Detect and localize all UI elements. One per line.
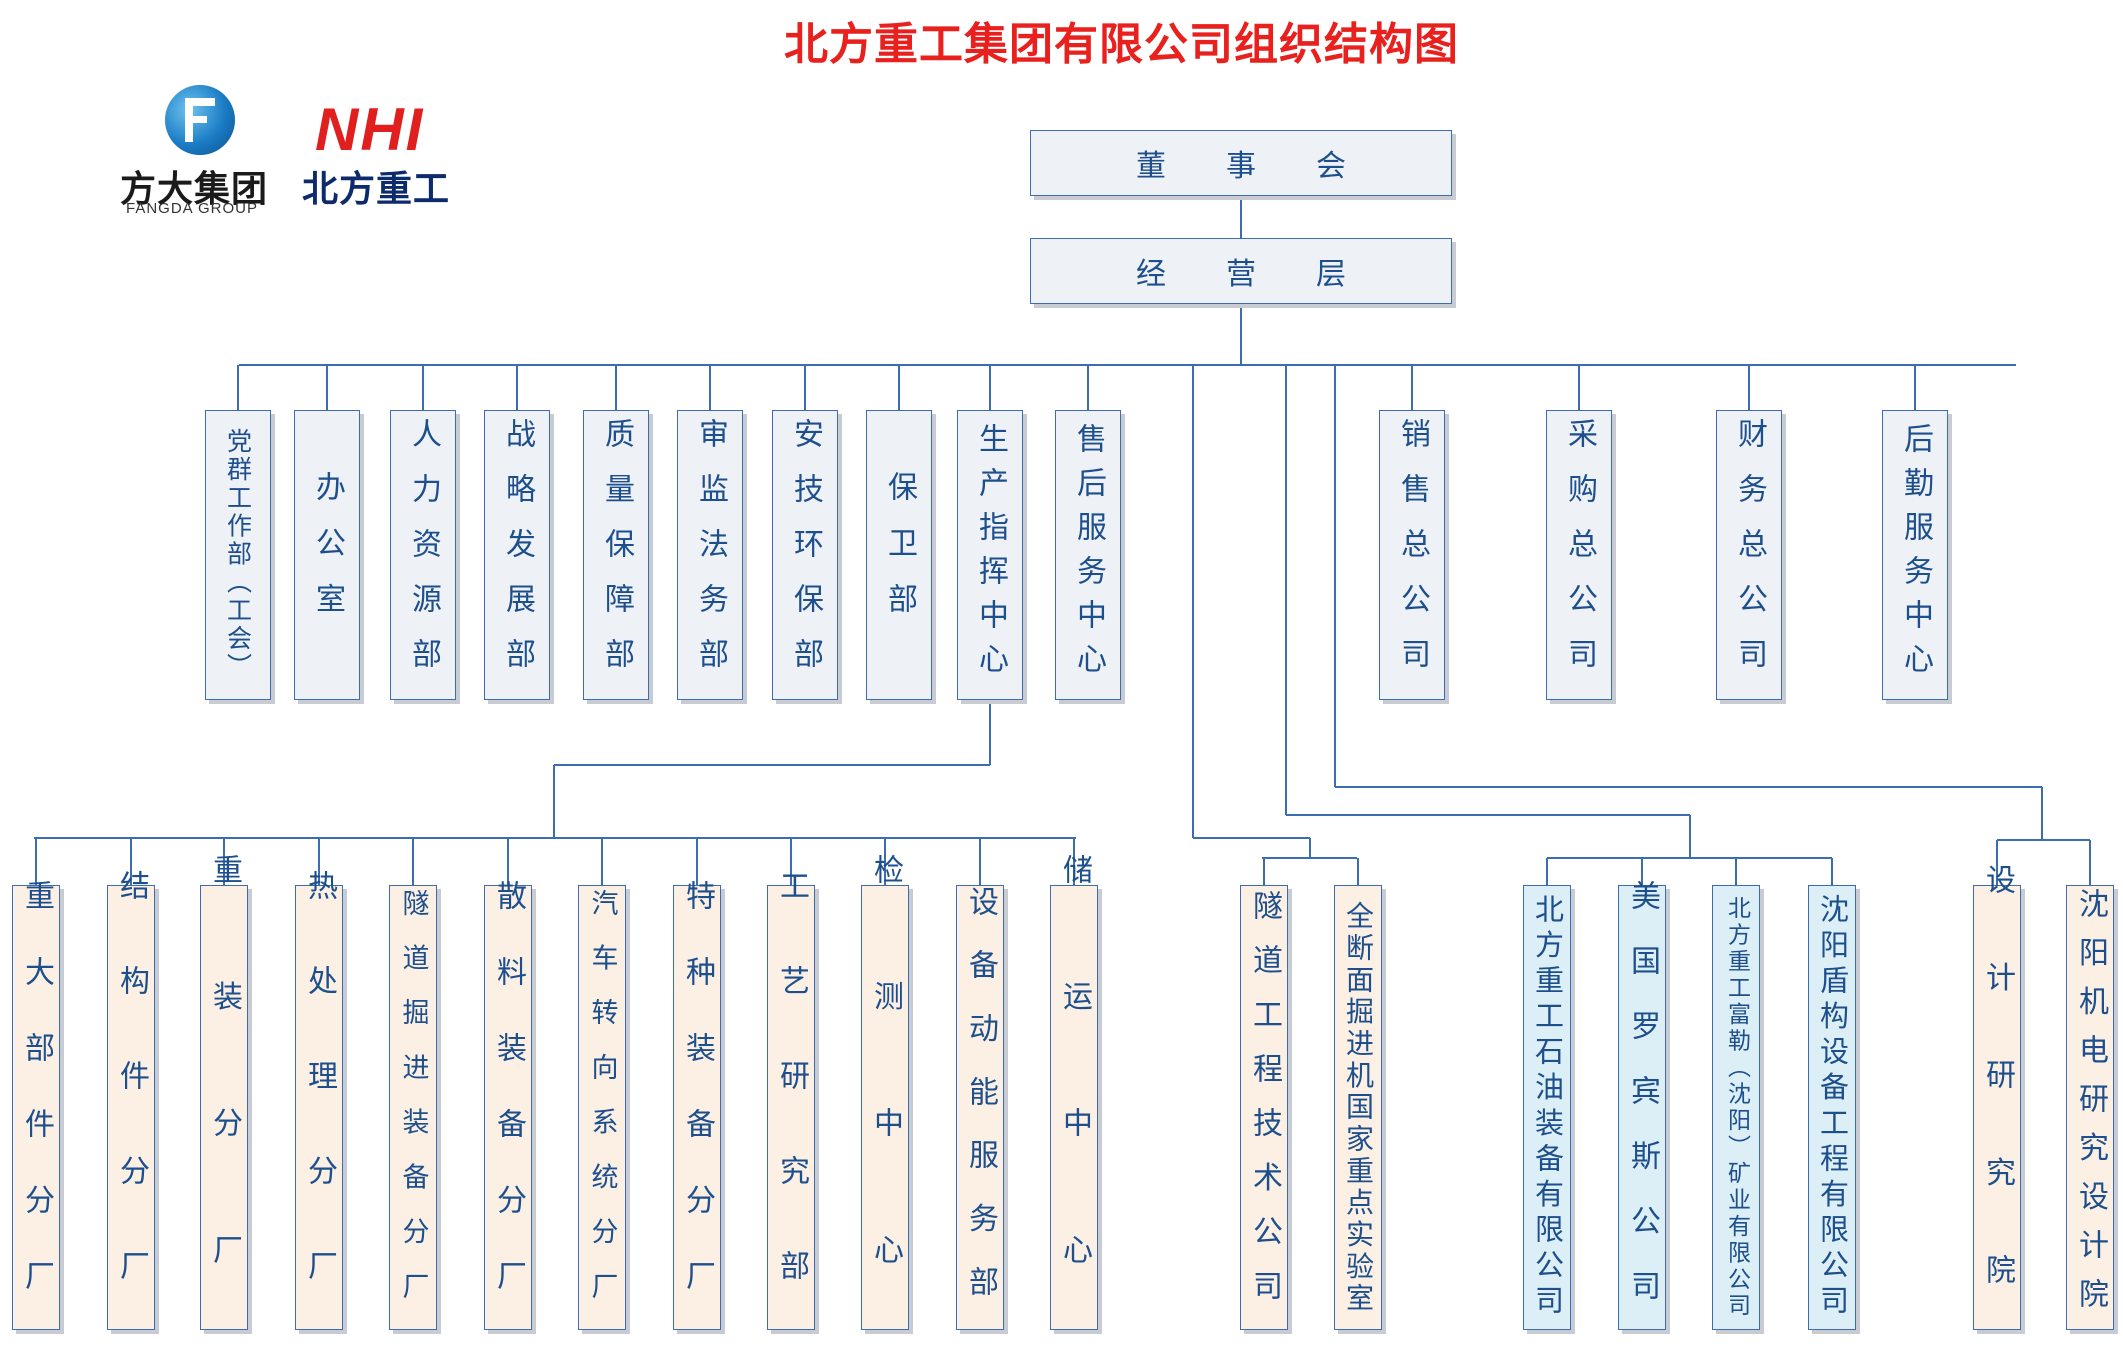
dept-box: 人力资源部 [390,410,456,700]
company-box: 后勤服务中心 [1882,410,1948,700]
board-box: 董 事 会 [1030,130,1452,196]
production-box: 储运中心 [1050,854,1098,1361]
production-box-label: 工艺研究部 [774,870,809,1345]
nhi-logo-mark: NHI [315,96,425,163]
production-box: 工艺研究部 [767,870,815,1345]
subsidiary-box-label: 北方重工石油装备有限公司 [1530,894,1565,1321]
production-box-label: 储运中心 [1057,854,1092,1361]
production-box: 汽车转向系统分厂 [578,885,626,1330]
dept-box: 生产指挥中心 [957,410,1023,700]
production-box: 重大部件分厂 [12,880,60,1336]
board-box-label: 董 事 会 [1136,149,1346,184]
production-box: 散料装备分厂 [484,880,532,1336]
dept-box-label: 党群工作部（工会） [223,428,253,682]
production-box-label: 重大部件分厂 [19,879,54,1336]
company-box: 采购总公司 [1546,410,1612,700]
dept-box-label: 审监法务部 [693,417,728,693]
subsidiary-box-label: 美国罗宾斯公司 [1625,880,1660,1335]
subsidiary-box-label: 北方重工富勒（沈阳）矿业有限公司 [1723,895,1750,1320]
dept-box: 质量保障部 [583,410,649,700]
design-box: 沈阳机电研究设计院 [2066,885,2114,1330]
production-box: 隧道掘进装备分厂 [389,885,437,1330]
design-box-label: 沈阳机电研究设计院 [2073,888,2108,1327]
company-box-label: 财务总公司 [1732,417,1767,693]
tunnel-box-label: 隧道工程技术公司 [1247,890,1282,1325]
production-box: 重装分厂 [200,854,248,1361]
production-box: 特种装备分厂 [673,880,721,1336]
dept-box: 保卫部 [866,410,932,700]
fangda-logo-icon [165,85,235,155]
fangda-logo-en: FANGDA GROUP [126,200,259,217]
subsidiary-box-label: 沈阳盾构设备工程有限公司 [1815,894,1850,1321]
dept-box: 安技环保部 [772,410,838,700]
production-box: 设备动能服务部 [956,885,1004,1330]
subsidiary-box: 北方重工富勒（沈阳）矿业有限公司 [1712,885,1760,1330]
production-box: 结构件分厂 [107,870,155,1345]
dept-box-label: 办公室 [310,471,345,639]
management-box-label: 经 营 层 [1136,257,1346,292]
production-box-label: 特种装备分厂 [680,879,715,1336]
dept-box: 办公室 [294,410,360,700]
dept-box-label: 安技环保部 [788,417,823,693]
dept-box: 党群工作部（工会） [205,410,271,700]
company-box-label: 销售总公司 [1395,417,1430,693]
nhi-logo-name: 北方重工 [302,169,451,210]
company-box: 财务总公司 [1716,410,1782,700]
production-box-label: 检测中心 [868,854,903,1361]
production-box-label: 结构件分厂 [114,870,149,1345]
production-box-label: 设备动能服务部 [963,885,998,1330]
dept-box: 审监法务部 [677,410,743,700]
tunnel-box-label: 全断面掘进机国家重点实验室 [1342,900,1375,1315]
production-box-label: 隧道掘进装备分厂 [397,888,429,1327]
production-box: 检测中心 [861,854,909,1361]
production-box-label: 散料装备分厂 [491,879,526,1336]
fangda-logo-name: 方大集团 [120,169,269,210]
dept-box-label: 售后服务中心 [1071,423,1106,687]
dept-box: 售后服务中心 [1055,410,1121,700]
production-box-label: 汽车转向系统分厂 [586,888,618,1327]
subsidiary-box: 北方重工石油装备有限公司 [1523,885,1571,1330]
dept-box: 战略发展部 [484,410,550,700]
page-title: 北方重工集团有限公司组织结构图 [784,19,1459,70]
logo-area: 方大集团 FANGDA GROUP NHI 北方重工 [120,70,500,230]
dept-box-label: 生产指挥中心 [973,423,1008,687]
company-box-label: 采购总公司 [1562,417,1597,693]
production-box-label: 热处理分厂 [302,870,337,1345]
dept-box-label: 人力资源部 [406,417,441,693]
subsidiary-box: 沈阳盾构设备工程有限公司 [1808,885,1856,1330]
subsidiary-box: 美国罗宾斯公司 [1618,880,1666,1335]
tunnel-box: 隧道工程技术公司 [1240,885,1288,1330]
dept-box-label: 保卫部 [882,471,917,639]
tunnel-box: 全断面掘进机国家重点实验室 [1334,885,1382,1330]
design-box-label: 设计研究院 [1980,863,2015,1352]
production-box: 热处理分厂 [295,870,343,1345]
company-box-label: 后勤服务中心 [1898,423,1933,687]
production-box-label: 重装分厂 [207,854,242,1361]
company-box: 销售总公司 [1379,410,1445,700]
dept-box-label: 质量保障部 [599,417,634,693]
dept-box-label: 战略发展部 [500,417,535,693]
design-box: 设计研究院 [1973,864,2021,1351]
management-box: 经 营 层 [1030,238,1452,304]
